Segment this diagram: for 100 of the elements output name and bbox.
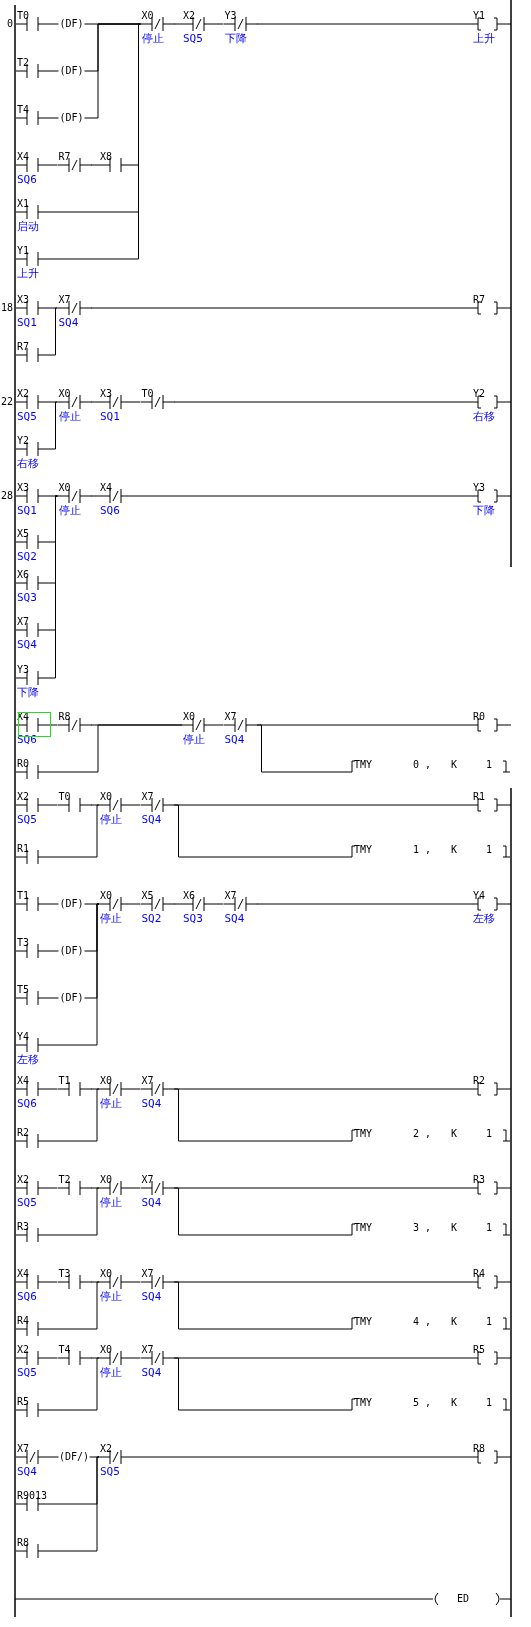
output-coil: [472, 1441, 511, 1467]
device-comment: 下降: [17, 686, 39, 699]
device-comment: 左移: [17, 1053, 39, 1066]
device-comment: 停止: [58, 410, 81, 423]
device-comment: SQ4: [224, 733, 245, 746]
normally-open-contact: [16, 1029, 50, 1067]
normally-closed-contact: [57, 149, 92, 175]
device-comment: 下降: [473, 504, 495, 517]
normally-open-contact: [16, 1394, 50, 1420]
constant-value: 1: [486, 1397, 493, 1408]
instruction-text: (DF): [58, 65, 85, 77]
device-address: R0: [17, 758, 30, 769]
device-address: T0: [141, 388, 154, 399]
instruction-text: (DF): [58, 898, 85, 910]
wire: [174, 903, 183, 905]
device-comment: SQ6: [17, 1290, 37, 1303]
normally-closed-contact: [140, 789, 175, 827]
constant-prefix: K: [451, 1397, 458, 1408]
wire: [49, 164, 58, 166]
constant-prefix: K: [451, 844, 458, 855]
normally-open-contact: [16, 292, 50, 330]
wire: [91, 164, 100, 166]
step-number: 0: [5, 18, 13, 29]
device-address: R7: [17, 341, 30, 352]
timer-number: 2 ,: [413, 1128, 432, 1139]
normally-closed-contact: [57, 709, 92, 735]
device-address: R7: [473, 294, 486, 305]
constant-prefix: K: [451, 1316, 458, 1327]
device-address: X4: [17, 1268, 30, 1279]
output-coil: [472, 1073, 511, 1099]
normally-closed-contact: [16, 1441, 50, 1479]
normally-closed-contact: [140, 888, 175, 926]
device-comment: SQ1: [17, 316, 37, 329]
timer-mnemonic: TMY: [354, 759, 373, 770]
normally-open-contact: [16, 1266, 50, 1304]
device-comment: 上升: [17, 267, 39, 280]
device-comment: SQ1: [17, 504, 37, 517]
output-coil: [472, 709, 511, 735]
normally-open-contact: [16, 243, 50, 281]
device-address: R2: [17, 1127, 30, 1138]
wire: [49, 950, 59, 952]
device-comment: 停止: [100, 912, 122, 925]
normally-closed-contact: [99, 480, 133, 518]
device-comment: SQ6: [17, 173, 37, 186]
wire: [132, 804, 141, 806]
device-address: X2: [17, 791, 30, 802]
device-address: T5: [17, 984, 30, 995]
normally-open-contact: [16, 1488, 50, 1514]
device-comment: 停止: [100, 1366, 122, 1379]
normally-open-contact: [16, 102, 50, 128]
device-address: R8: [17, 1537, 30, 1548]
device-comment: SQ4: [141, 813, 162, 826]
normally-open-contact: [16, 1313, 50, 1339]
wire: [49, 903, 100, 1046]
normally-closed-contact: [140, 1266, 175, 1304]
device-address: Y3: [17, 664, 30, 675]
normally-open-contact: [57, 1266, 92, 1292]
constant-prefix: K: [451, 1128, 458, 1139]
normally-open-contact: [16, 8, 50, 34]
instruction-text: (DF): [58, 18, 85, 30]
wire: [49, 1456, 100, 1552]
normally-open-contact: [57, 1342, 92, 1368]
normally-open-contact: [16, 480, 50, 518]
wire: [49, 804, 58, 806]
normally-closed-contact: [140, 8, 175, 46]
device-comment: SQ5: [17, 410, 37, 423]
normally-closed-contact: [99, 1073, 133, 1111]
device-comment: 上升: [473, 32, 495, 45]
wire: [132, 495, 473, 497]
wire: [257, 903, 473, 905]
device-address: R2: [473, 1075, 486, 1086]
device-comment: SQ3: [183, 912, 203, 925]
wire: [174, 401, 473, 403]
wire: [91, 401, 100, 403]
device-address: X7: [58, 294, 71, 305]
device-comment: 停止: [100, 813, 122, 826]
normally-closed-contact: [140, 1172, 175, 1210]
wire: [132, 903, 141, 905]
device-address: X2: [17, 1344, 30, 1355]
timer-mnemonic: TMY: [354, 1222, 373, 1233]
wire: [132, 1088, 141, 1090]
device-address: R9013: [17, 1490, 48, 1501]
device-comment: 停止: [58, 504, 81, 517]
wire: [49, 401, 58, 450]
device-address: X2: [100, 1443, 113, 1454]
constant-value: 1: [486, 759, 493, 770]
normally-open-contact: [16, 982, 50, 1008]
timer-number: 1 ,: [413, 844, 432, 855]
wire: [215, 903, 224, 905]
device-comment: SQ4: [141, 1097, 162, 1110]
wire: [49, 117, 59, 119]
constant-value: 1: [486, 1128, 493, 1139]
device-address: X4: [17, 151, 30, 162]
device-address: X0: [100, 1344, 113, 1355]
device-address: R1: [473, 791, 486, 802]
device-address: X7: [224, 890, 237, 901]
device-comment: 右移: [473, 410, 495, 423]
timer-instruction: [350, 1221, 510, 1237]
normally-closed-contact: [140, 386, 175, 412]
normally-closed-contact: [223, 709, 258, 747]
